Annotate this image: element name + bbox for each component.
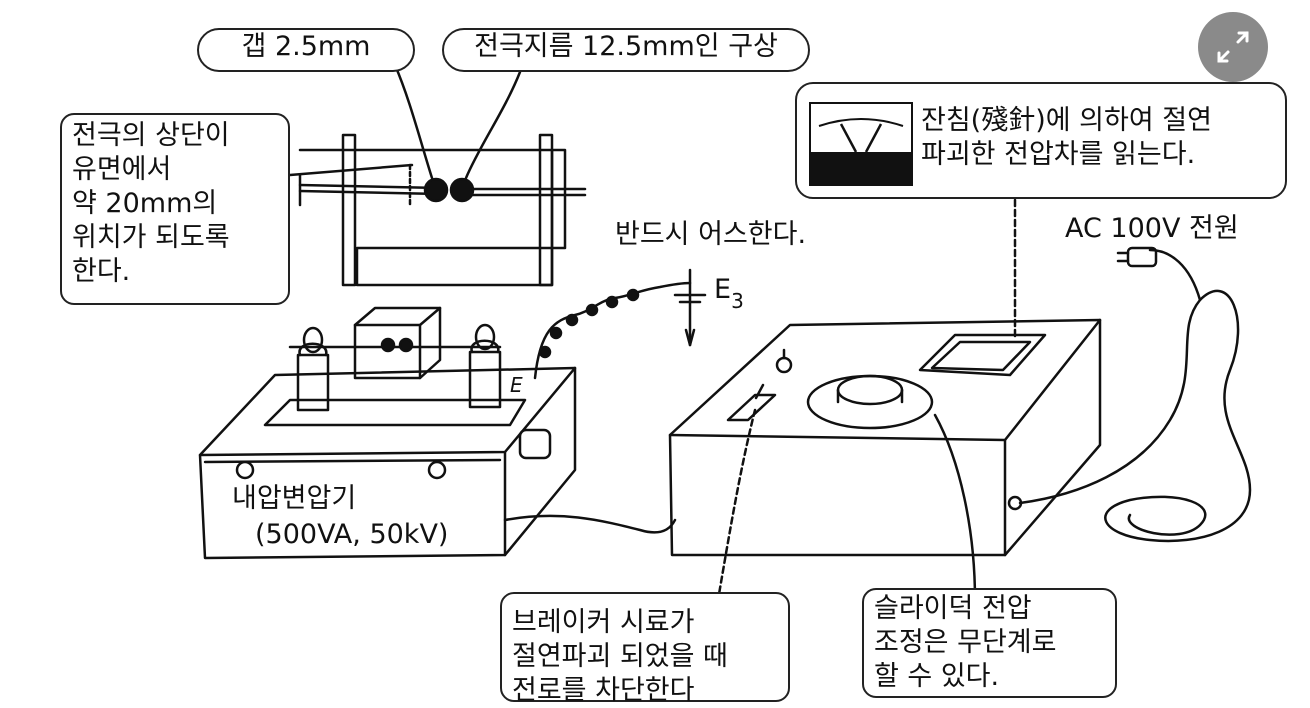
breaker-line-1: 브레이커 시료가	[512, 607, 695, 638]
needle-reading-line-2: 파괴한 전압차를 읽는다.	[921, 139, 1196, 170]
diagram-canvas: 갭 2.5mm 전극지름 12.5mm인 구상 전극의 상단이 유면에서 약 2…	[60, 12, 1287, 706]
slidac-line-3: 할 수 있다.	[874, 661, 1000, 692]
power-plug	[1126, 246, 1158, 268]
electrode-position-line-2: 유면에서	[72, 154, 172, 185]
gap-callout: 갭 2.5mm	[197, 28, 415, 72]
apparatus-drawing	[198, 63, 1252, 602]
control-unit	[668, 318, 1102, 557]
gap-pointer	[393, 63, 434, 180]
terminal-e-label: E	[510, 373, 523, 397]
slidac-line-2: 조정은 무단계로	[874, 627, 1057, 658]
hv-cable	[503, 514, 677, 534]
transformer-rating-label: (500VA, 50kV)	[255, 519, 449, 550]
slidac-callout: 슬라이덕 전압 조정은 무단계로 할 수 있다.	[862, 588, 1117, 698]
electrode-position-callout: 전극의 상단이 유면에서 약 20mm의 위치가 되도록 한다.	[60, 113, 290, 305]
earth-symbol-letter: E	[714, 274, 732, 305]
sphere-electrode-left	[423, 177, 449, 203]
breaker-callout: 브레이커 시료가 절연파괴 되었을 때 전로를 차단한다	[500, 592, 790, 706]
slidac-line-1: 슬라이덕 전압	[874, 593, 1032, 624]
power-label: AC 100V 전원	[1065, 213, 1239, 244]
electrode-top-pointer	[288, 163, 414, 177]
diameter-pointer	[464, 70, 522, 180]
slidac-pointer	[933, 413, 977, 602]
electrode-position-line-3: 약 20mm의	[72, 188, 218, 219]
breaker-line-3: 전로를 차단한다	[512, 675, 695, 706]
transformer-name-label: 내압변압기	[232, 483, 357, 514]
breaker-pointer	[716, 408, 757, 602]
needle-reading-line-1: 잔침(殘針)에 의하여 절연	[921, 105, 1212, 136]
electrode-position-line-1: 전극의 상단이	[72, 120, 230, 151]
electrode-diameter-callout: 전극지름 12.5mm인 구상	[442, 28, 810, 72]
electrode-position-line-4: 위치가 되도록	[72, 222, 230, 253]
gap-text: 갭 2.5mm	[241, 31, 371, 62]
expand-arrows-icon	[1217, 31, 1249, 63]
breaker-line-2: 절연파괴 되었을 때	[512, 641, 728, 672]
needle-reading-callout: 잔침(殘針)에 의하여 절연 파괴한 전압차를 읽는다.	[795, 82, 1287, 199]
earth-symbol-subscript: 3	[731, 289, 744, 313]
expand-button[interactable]	[1198, 12, 1268, 82]
power-cord	[1018, 289, 1252, 543]
sphere-electrode-right	[449, 177, 475, 203]
earth-note-label: 반드시 어스한다.	[615, 219, 807, 250]
electrode-position-line-5: 한다.	[72, 256, 131, 287]
electrode-diameter-text: 전극지름 12.5mm인 구상	[474, 31, 778, 62]
meter-needle-icon	[809, 102, 913, 186]
test-vessel-detail	[298, 133, 587, 287]
earth-symbol-label: E3	[714, 273, 744, 313]
withstand-transformer	[198, 306, 577, 560]
